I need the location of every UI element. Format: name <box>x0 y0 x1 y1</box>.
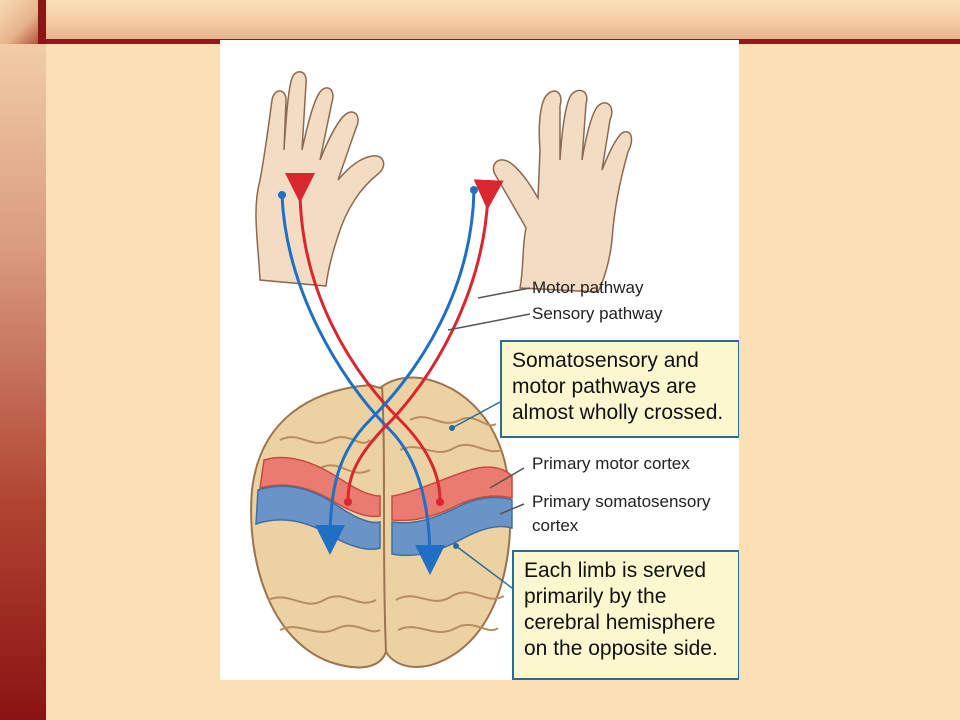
brain-pathway-figure: Motor pathway Sensory pathway Somatosens… <box>220 40 739 680</box>
sensory-pathway-left <box>280 194 445 575</box>
each-limb-callout-line: cerebral hemisphere <box>524 611 716 634</box>
each-limb-callout-line: primarily by the <box>524 585 667 608</box>
crossed-callout-line: Somatosensory and <box>512 349 699 372</box>
crossed-callout-line: almost wholly crossed. <box>512 401 724 424</box>
primary-motor-cortex-label: Primary motor cortex <box>532 454 690 473</box>
each-limb-callout-leader <box>455 545 513 589</box>
illustration <box>250 71 633 669</box>
each-limb-callout-line: Each limb is served <box>524 559 707 582</box>
primary-somatosensory-cortex-label-2: cortex <box>532 516 579 535</box>
motor-cortex-leader <box>489 467 525 489</box>
motor-origin-left-cortex <box>344 498 352 506</box>
primary-motor-cortex-band <box>259 456 513 522</box>
crossed-callout-line: motor pathways are <box>512 375 697 398</box>
motor-pathway-leader <box>477 287 531 299</box>
sensory-pathway-label: Sensory pathway <box>532 304 663 323</box>
motor-pathway-right <box>346 179 504 501</box>
left-decorative-bar <box>0 0 46 720</box>
somatosensory-leader <box>499 503 525 515</box>
motor-pathway-label: Motor pathway <box>532 278 644 297</box>
sensory-pathway-right <box>315 189 476 555</box>
sensory-pathway-leader <box>447 313 531 331</box>
crossed-callout-leader <box>451 401 501 429</box>
sensory-origin-left <box>278 191 286 199</box>
primary-somatosensory-cortex-label: Primary somatosensory <box>532 492 711 511</box>
motor-origin-right-cortex <box>436 498 444 506</box>
corner-tab <box>38 0 46 44</box>
right-hand <box>492 89 633 293</box>
left-hand <box>255 71 385 287</box>
each-limb-callout-line: on the opposite side. <box>524 637 718 660</box>
top-decorative-bar <box>46 0 960 44</box>
crossed-callout: Somatosensory and motor pathways are alm… <box>500 340 739 438</box>
motor-pathway-left <box>284 172 442 501</box>
each-limb-callout: Each limb is served primarily by the cer… <box>512 550 739 680</box>
sensory-origin-right <box>470 186 478 194</box>
